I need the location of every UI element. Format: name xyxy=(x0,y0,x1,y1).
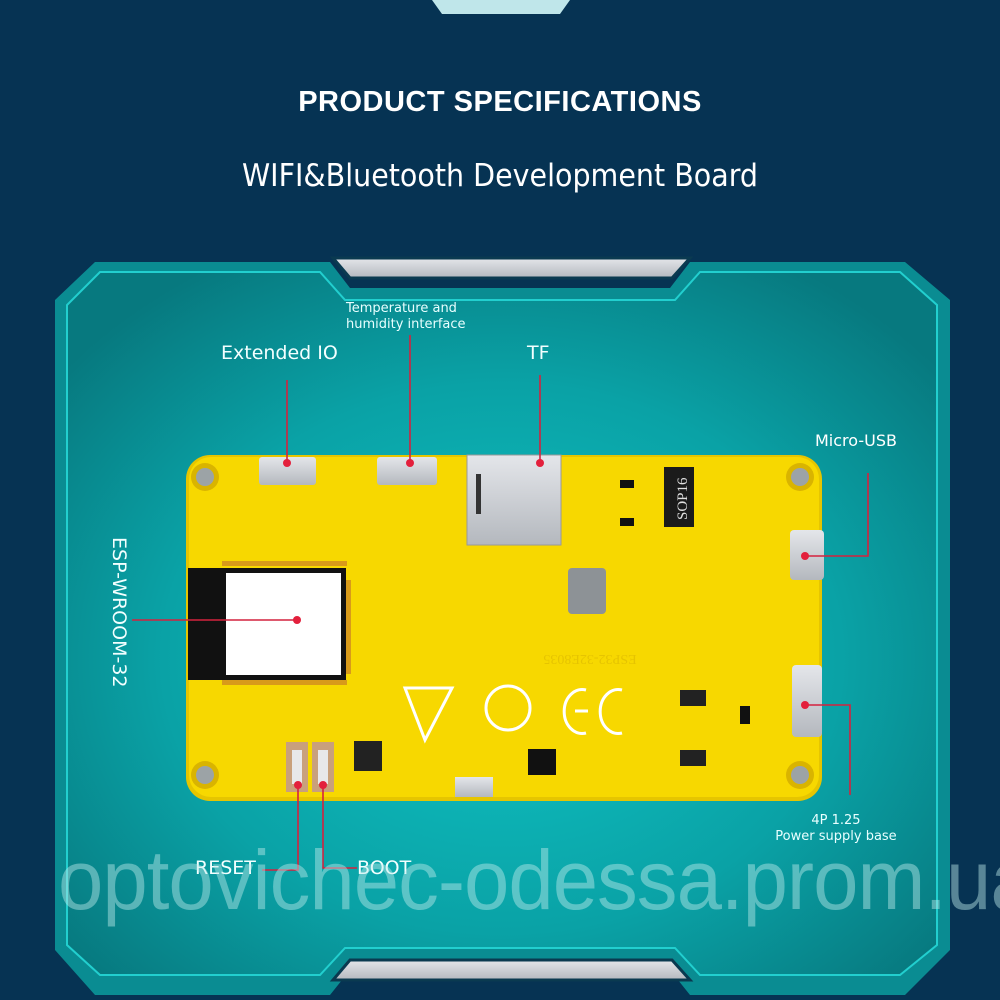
label-esp-module: ESP-WROOM-32 xyxy=(108,537,130,688)
tf-card-slot xyxy=(466,454,562,546)
temp-humidity-connector xyxy=(377,457,437,485)
pcb-board: SOP16 ESP32-32E8035 xyxy=(186,454,824,801)
extended-io-connector xyxy=(259,457,316,485)
label-micro-usb: Micro-USB xyxy=(815,431,897,450)
certification-marks xyxy=(402,684,623,744)
callout-lines xyxy=(132,335,869,871)
label-extended-io: Extended IO xyxy=(221,342,338,364)
chip-label: SOP16 xyxy=(675,477,691,520)
label-tf: TF xyxy=(527,342,550,364)
top-tab xyxy=(432,0,570,14)
label-boot: BOOT xyxy=(357,857,412,879)
label-temp-humidity-1: Temperature and xyxy=(346,301,457,316)
page-subtitle: WIFI&Bluetooth Development Board xyxy=(241,158,759,194)
label-reset: RESET xyxy=(195,857,256,879)
power-connector xyxy=(792,665,822,737)
bottom-notch-bar xyxy=(329,958,694,982)
label-temp-humidity-2: humidity interface xyxy=(346,317,466,332)
top-notch-bar xyxy=(329,256,694,280)
label-power-2: Power supply base xyxy=(775,829,897,844)
watermark: optovichec-odessa.prom.ua xyxy=(58,833,1000,927)
page-title: PRODUCT SPECIFICATIONS xyxy=(298,86,702,118)
silkscreen-text: ESP32-32E8035 xyxy=(543,651,636,666)
sop16-chip xyxy=(664,467,694,527)
label-power-1: 4P 1.25 xyxy=(811,813,861,828)
callout-dots xyxy=(283,459,809,789)
